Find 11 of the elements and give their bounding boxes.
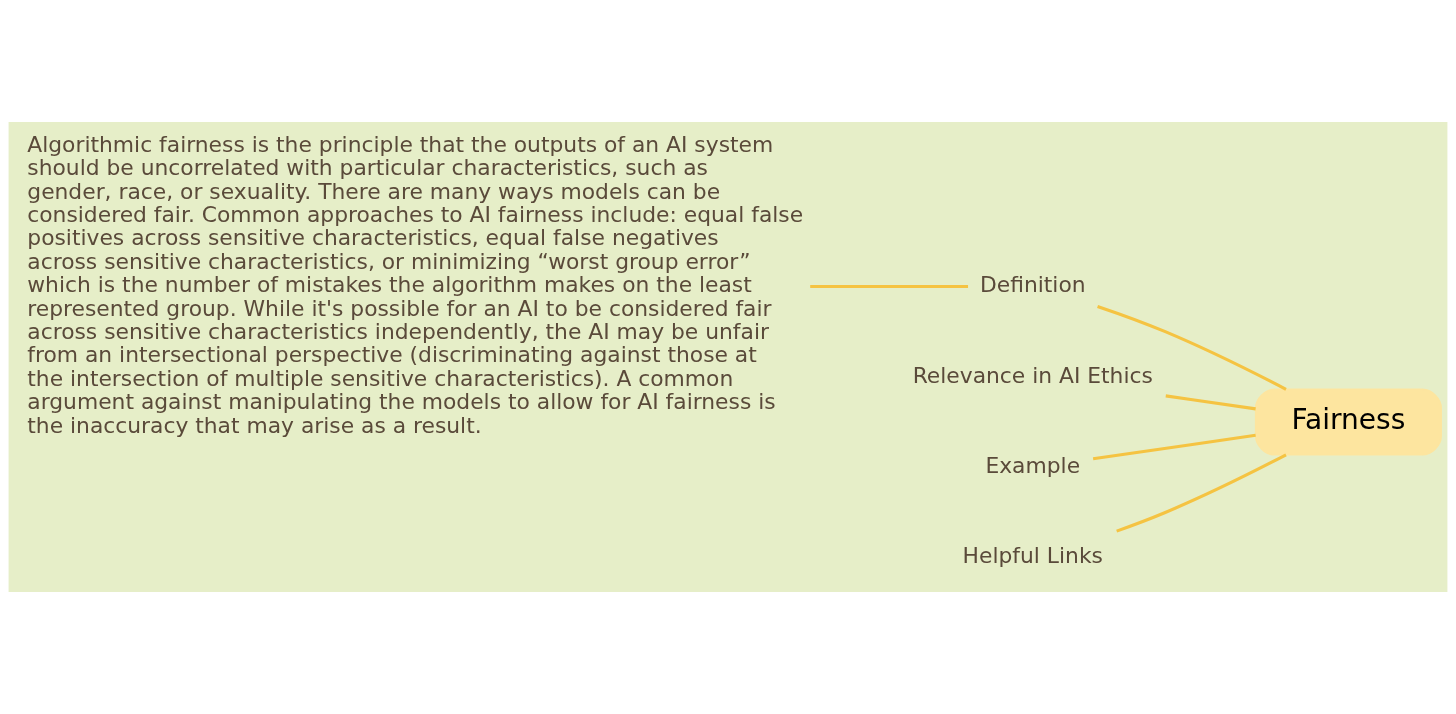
connector: [1092, 433, 1256, 461]
connector: [1097, 304, 1287, 391]
connector: [1165, 394, 1256, 411]
node-text: Helpful Links: [962, 543, 1103, 569]
node-text: Example: [985, 453, 1081, 479]
node-text: Definition: [979, 272, 1086, 298]
connector: [810, 284, 969, 288]
node-box: Fairness: [1254, 388, 1442, 456]
node-text: Relevance in AI Ethics: [912, 362, 1153, 388]
connector: [1116, 453, 1287, 533]
node-text: Algorithmic fairness is the principle that the outputs of an AI system should be uncorrelated with particular characteristics, such as gender, race, or sexuality. There are many ways models can be considered fair. Common approaches to AI fairness include: equal false positives across sensitive characteristics, equal false negatives across sensitive characteristics, or minimizing “worst group error” which is the number of mistakes the algorithm makes on the least represented group. While it's possible for an AI to be considered fair across sensitive characteristics independently, the AI may be unfair from an intersectional perspective (discriminating against those at the intersection of multiple sensitive characteristics). A common argument against manipulating the models to allow for AI fairness is the inaccuracy that may arise as a result.: [27, 131, 804, 438]
